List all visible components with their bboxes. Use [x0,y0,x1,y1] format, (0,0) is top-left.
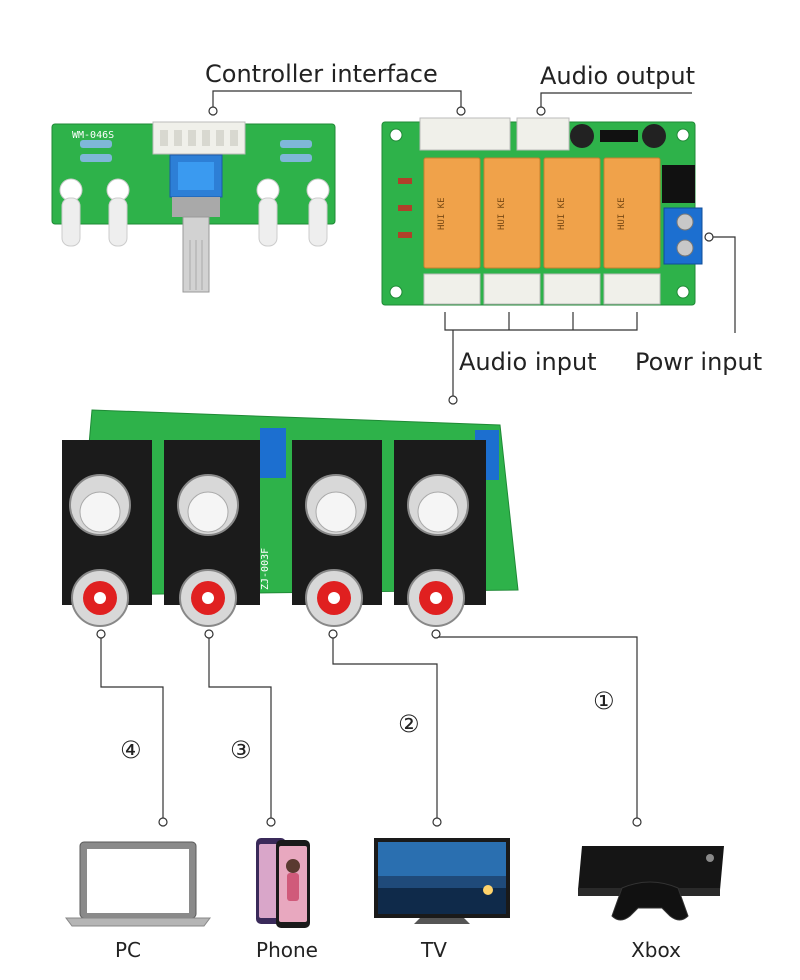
channel-1-number: ① [593,687,615,715]
wire-channel-4 [100,637,164,818]
audio-output-connector [516,117,570,151]
relay-2 [483,157,541,269]
wire-channel-2 [332,637,438,818]
wire-channel-3 [208,637,272,818]
controller-resistors [80,140,312,162]
xbox-controller-icon [611,881,689,921]
controller-header-pins [160,130,238,146]
mounting-holes [389,128,690,299]
relay-3 [543,157,601,269]
channel-2-number: ② [398,710,420,738]
diode [600,130,638,142]
relay-4 [603,157,661,269]
controller-leds [59,178,330,247]
power-input-line [712,236,736,333]
tv-label: TV [420,938,447,962]
controller-header-connector [152,121,246,155]
rca-jack-white-2 [315,491,357,533]
audio-input-connectors [423,273,661,305]
capacitor-1 [570,124,594,148]
audio-input-label: Audio input [459,348,597,376]
rca-jack-column-2 [292,440,382,627]
relays [423,157,661,269]
rca-input-board: ZJ-003F [62,409,519,627]
relay-1-text: HUI KE [437,197,447,230]
relay-4-text: HUI KE [617,197,627,230]
laptop-icon [65,841,211,927]
rca-board-text: ZJ-003F [260,548,271,590]
relay-2-text: HUI KE [497,197,507,230]
audio-output-line [540,92,692,108]
pc-label: PC [115,938,141,962]
controller-board-model: WM-046S [72,130,114,141]
audio-output-label: Audio output [540,62,695,90]
rca-jack-column-4 [62,440,152,627]
rca-jack-white-1 [417,491,459,533]
left-diodes [398,178,412,238]
audio-input-bracket [444,312,638,331]
power-input-label: Powr input [635,348,762,376]
controller-interface-connector [419,117,511,151]
rca-jack-column-1 [394,440,486,627]
controller-board: WM-046S [51,121,336,293]
rca-jack-white-3 [187,491,229,533]
capacitor-2 [642,124,666,148]
relay-1 [423,157,481,269]
tv-icon [374,838,510,924]
rca-jack-white-4 [79,491,121,533]
phone-label: Phone [256,938,318,962]
rotary-switch-base [172,197,220,217]
wire-endpoints [96,629,642,827]
wire-channel-1 [436,636,638,818]
channel-wires [100,636,638,818]
xbox-label: Xbox [631,938,681,962]
relay-3-text: HUI KE [557,197,567,230]
controller-interface-label: Controller interface [205,60,438,88]
phone-icon [256,838,310,928]
relay-board: HUI KE HUI KE HUI KE HUI KE [381,117,703,306]
regulator [662,165,695,203]
channel-4-number: ④ [120,736,142,764]
xbox-icon [578,846,724,921]
controller-interface-line [212,90,462,108]
rca-jack-column-3 [164,440,260,627]
channel-3-number: ③ [230,736,252,764]
